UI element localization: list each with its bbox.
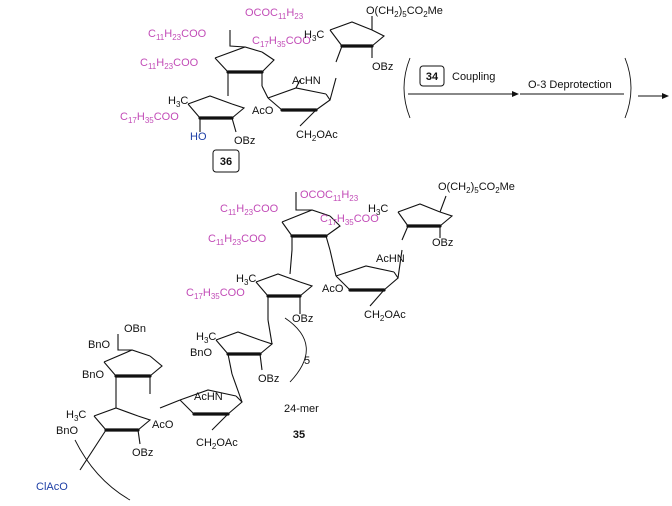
molecule-label: H3C	[304, 29, 324, 43]
sugar-ring	[159, 373, 243, 431]
molecule-label: BnO	[56, 425, 78, 437]
molecule-label: OBn	[124, 323, 146, 335]
molecule-label: C17H35COO	[120, 111, 179, 125]
molecule-label: C11H23COO	[208, 233, 267, 247]
molecule-label: H3C	[368, 203, 388, 217]
repeat-bracket	[74, 439, 131, 501]
molecule-label: BnO	[88, 339, 110, 351]
sugar-ring	[215, 319, 274, 375]
molecule-label: AcHN	[376, 253, 405, 265]
sugar-ring	[281, 192, 341, 251]
sugar-ring	[79, 392, 152, 471]
molecule-label: OCOC11H23	[245, 7, 304, 21]
molecule-label: H3C	[168, 95, 188, 109]
step-deprotection: O-3 Deprotection	[528, 79, 612, 91]
anomeric-substituent: O(CH2)5CO2Me	[366, 5, 443, 19]
arrowhead	[662, 93, 669, 99]
reagent-box	[419, 65, 445, 87]
molecule-label: AcO	[322, 283, 344, 295]
molecule-label: CH2OAc	[196, 437, 238, 451]
molecule-label: BnO	[82, 369, 104, 381]
sugar-ring	[329, 249, 403, 307]
molecule-label: OBz	[132, 447, 153, 459]
molecule-36: OCOC11H23 C11H23COO C11H23COO C17H35COO …	[120, 5, 443, 173]
molecule-label: OBz	[372, 61, 393, 73]
sugar-ring	[261, 77, 337, 127]
molecule-label: AcHN	[292, 75, 321, 87]
size-label: 24-mer	[284, 403, 319, 415]
molecule-label: AcO	[252, 105, 274, 117]
sugar-ring	[329, 16, 385, 63]
arrowhead	[512, 91, 519, 97]
sugar-ring	[255, 249, 314, 320]
molecule-label: AcHN	[194, 391, 223, 403]
anomeric-substituent: O(CH2)5CO2Me	[438, 181, 515, 195]
compound-number: 35	[293, 429, 305, 441]
step-coupling: Coupling	[452, 71, 495, 83]
sugar-ring	[397, 195, 454, 241]
molecule-label: CH2OAc	[296, 129, 338, 143]
compound-number: 36	[220, 156, 232, 168]
molecule-label: BnO	[190, 347, 212, 359]
molecule-label: C17H35COO	[252, 35, 311, 49]
molecule-label: H3C	[236, 273, 256, 287]
sugar-ring	[214, 30, 275, 86]
reagent-number: 34	[426, 71, 439, 83]
molecule-label: AcO	[152, 419, 174, 431]
molecule-label: OBz	[432, 237, 453, 249]
molecule-label: OBz	[234, 135, 255, 147]
molecule-label: C17H35COO	[186, 287, 245, 301]
molecule-35: 5 O(CH2)5CO2Me OCOC11H23 C11H23COO C17H3…	[36, 181, 515, 501]
molecule-label: C11H23COO	[148, 28, 207, 42]
molecule-label: ClAcO	[36, 481, 68, 493]
bracket-right	[624, 57, 632, 119]
repeat-bracket	[284, 317, 307, 383]
molecule-label: C11H23COO	[220, 203, 279, 217]
molecule-label: OBz	[258, 373, 279, 385]
molecule-label: HO	[190, 131, 207, 143]
molecule-label: H3C	[66, 409, 86, 423]
reaction-conditions: 34 Coupling O-3 Deprotection	[403, 57, 669, 119]
molecule-label: H3C	[196, 331, 216, 345]
compound-number-box	[212, 149, 240, 173]
molecule-label: OBz	[292, 313, 313, 325]
sugar-ring	[103, 334, 163, 394]
molecule-label: C11H23COO	[140, 57, 199, 71]
bracket-left	[403, 57, 411, 119]
repeat-count: 5	[304, 355, 310, 367]
sugar-ring	[187, 82, 246, 133]
molecule-label: OCOC11H23	[300, 189, 359, 203]
molecule-label: CH2OAc	[364, 309, 406, 323]
